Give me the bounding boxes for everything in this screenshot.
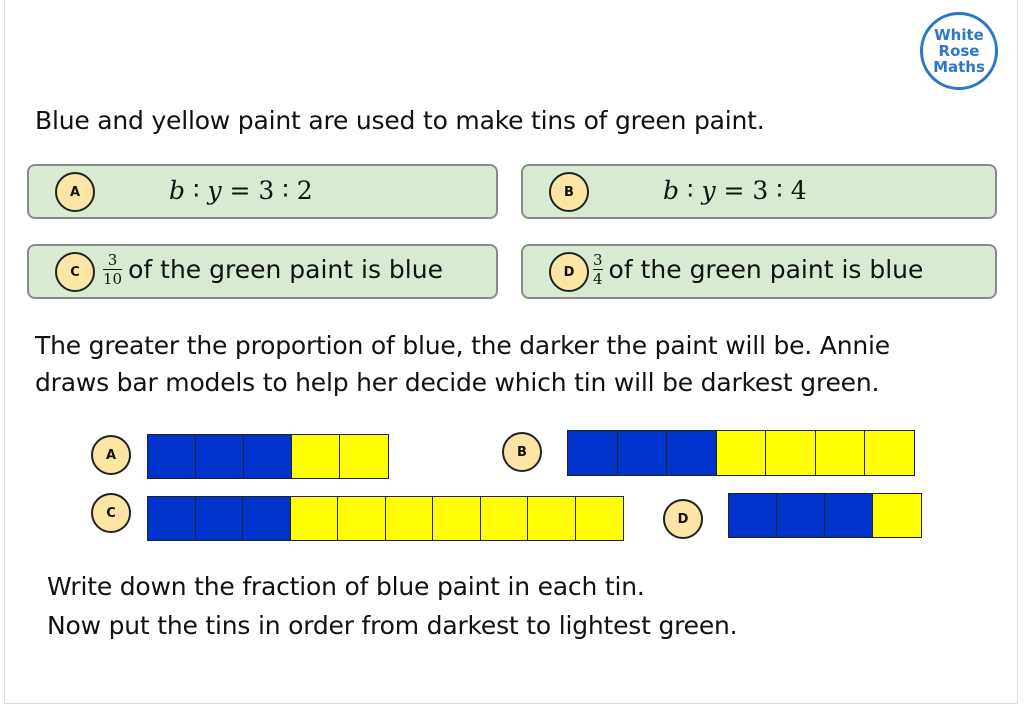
- ratio-b-sep: ∶: [686, 176, 694, 205]
- bar-model-a: [147, 434, 389, 479]
- bar-model-b: [567, 430, 915, 476]
- ratio-b-n1: 3: [752, 176, 769, 205]
- instruction-line-2: Now put the tins in order from darkest t…: [47, 611, 738, 640]
- yellow-bar-cell: [765, 430, 816, 476]
- fraction-d-bar: [593, 269, 603, 270]
- option-card-a: A b ∶ y = 3 ∶ 2: [27, 164, 498, 219]
- ratio-a-sep: ∶: [192, 176, 200, 205]
- fraction-c-numerator: 3: [107, 251, 118, 269]
- yellow-bar-cell: [479, 496, 529, 541]
- ratio-b-right: y: [701, 176, 716, 205]
- slide-border: [4, 0, 1018, 704]
- option-badge-c: C: [55, 252, 95, 292]
- ratio-a-right: y: [207, 176, 222, 205]
- fraction-d-denominator: 4: [593, 270, 603, 288]
- blue-bar-cell: [824, 493, 874, 538]
- yellow-bar-cell: [432, 496, 481, 541]
- paragraph-line-2: draws bar models to help her decide whic…: [35, 368, 880, 397]
- option-badge-a: A: [55, 172, 95, 212]
- blue-bar-cell: [776, 493, 826, 538]
- blue-bar-cell: [616, 430, 668, 476]
- option-card-c: C 3 10 of the green paint is blue: [27, 244, 498, 299]
- yellow-bar-cell: [384, 496, 434, 541]
- fraction-c: 3 10: [103, 251, 123, 288]
- blue-bar-cell: [195, 434, 245, 479]
- fraction-c-text: of the green paint is blue: [128, 255, 443, 284]
- logo-line-1: White: [934, 26, 984, 44]
- blue-bar-cell: [242, 496, 291, 541]
- ratio-b: b ∶ y = 3 ∶ 4: [663, 176, 807, 205]
- blue-bar-cell: [147, 496, 196, 541]
- ratio-b-sep2: ∶: [776, 176, 783, 205]
- fraction-c-denominator: 10: [103, 270, 123, 288]
- paragraph-line-1: The greater the proportion of blue, the …: [35, 331, 890, 360]
- option-badge-d: D: [549, 252, 589, 292]
- yellow-bar-cell: [872, 493, 922, 538]
- option-card-d: D 3 4 of the green paint is blue: [521, 244, 997, 299]
- fraction-statement-d: 3 4 of the green paint is blue: [593, 251, 923, 288]
- yellow-bar-cell: [864, 430, 915, 476]
- ratio-a-n1: 3: [258, 176, 275, 205]
- fraction-d-text: of the green paint is blue: [608, 255, 924, 284]
- ratio-a-n2: 2: [296, 176, 313, 205]
- ratio-a-equals: =: [229, 176, 251, 205]
- yellow-bar-cell: [814, 430, 866, 476]
- blue-bar-cell: [666, 430, 717, 476]
- option-badge-b: B: [549, 172, 589, 212]
- ratio-a-left: b: [169, 176, 186, 205]
- option-card-b: B b ∶ y = 3 ∶ 4: [521, 164, 997, 219]
- white-rose-maths-logo: White Rose Maths: [920, 12, 998, 90]
- bar-model-c: [147, 496, 624, 541]
- logo-line-2: Rose: [938, 42, 980, 60]
- yellow-bar-cell: [337, 496, 386, 541]
- intro-text: Blue and yellow paint are used to make t…: [35, 106, 765, 135]
- bar-label-d: D: [663, 499, 703, 539]
- yellow-bar-cell: [289, 496, 339, 541]
- blue-bar-cell: [243, 434, 293, 479]
- bar-model-d: [728, 493, 922, 538]
- blue-bar-cell: [147, 434, 197, 479]
- bar-label-c: C: [91, 493, 131, 533]
- yellow-bar-cell: [291, 434, 341, 479]
- ratio-b-left: b: [663, 176, 680, 205]
- yellow-bar-cell: [527, 496, 576, 541]
- yellow-bar-cell: [715, 430, 767, 476]
- logo-line-3: Maths: [933, 58, 985, 76]
- ratio-b-n2: 4: [790, 176, 807, 205]
- fraction-d-numerator: 3: [593, 251, 603, 269]
- yellow-bar-cell: [339, 434, 389, 479]
- fraction-d: 3 4: [593, 251, 603, 288]
- blue-bar-cell: [567, 430, 618, 476]
- blue-bar-cell: [194, 496, 244, 541]
- yellow-bar-cell: [574, 496, 624, 541]
- ratio-b-equals: =: [723, 176, 745, 205]
- bar-label-a: A: [91, 435, 131, 475]
- ratio-a: b ∶ y = 3 ∶ 2: [169, 176, 313, 205]
- fraction-statement-c: 3 10 of the green paint is blue: [103, 251, 443, 288]
- fraction-c-bar: [103, 269, 123, 270]
- bar-label-b: B: [502, 432, 542, 472]
- ratio-a-sep2: ∶: [282, 176, 289, 205]
- instruction-line-1: Write down the fraction of blue paint in…: [47, 572, 645, 601]
- blue-bar-cell: [728, 493, 778, 538]
